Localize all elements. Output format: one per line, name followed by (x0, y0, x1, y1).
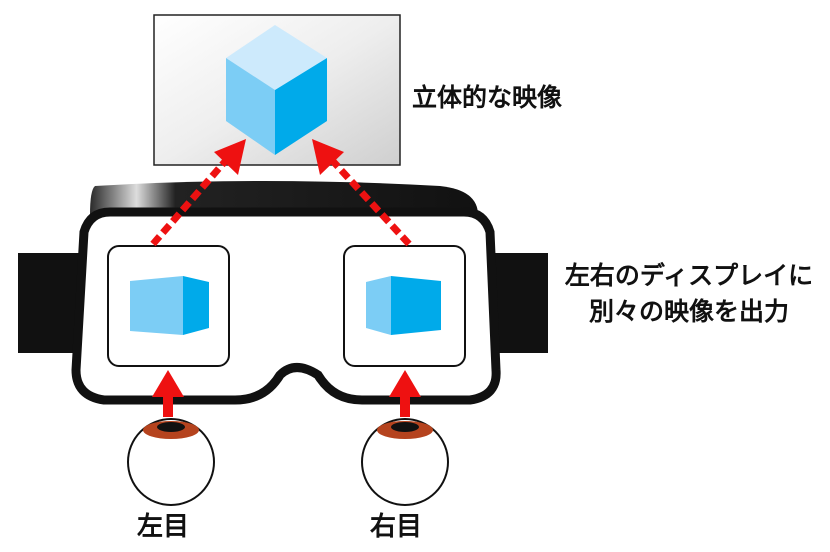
right-eye-label: 右目 (370, 512, 423, 542)
stereo-cube-icon (226, 25, 327, 155)
right-projection-arrow (312, 139, 412, 247)
right-eye-icon (361, 418, 449, 506)
left-eye-label: 左目 (137, 512, 190, 542)
stereo-image-label: 立体的な映像 (412, 83, 563, 112)
left-strap (18, 253, 80, 353)
right-display (343, 245, 466, 367)
left-eye-icon (127, 418, 215, 506)
left-projection-arrow (150, 139, 246, 247)
left-display-cube-icon (130, 276, 209, 335)
left-eye-arrow (152, 370, 184, 417)
right-display-cube-icon (366, 276, 441, 335)
separate-output-label-line1: 左右のディスプレイに (564, 261, 814, 290)
right-eye-arrow (389, 370, 421, 417)
left-display (107, 245, 230, 367)
separate-output-label-line2: 別々の映像を出力 (588, 297, 789, 326)
separate-output-label: 左右のディスプレイに 別々の映像を出力 (555, 258, 823, 330)
